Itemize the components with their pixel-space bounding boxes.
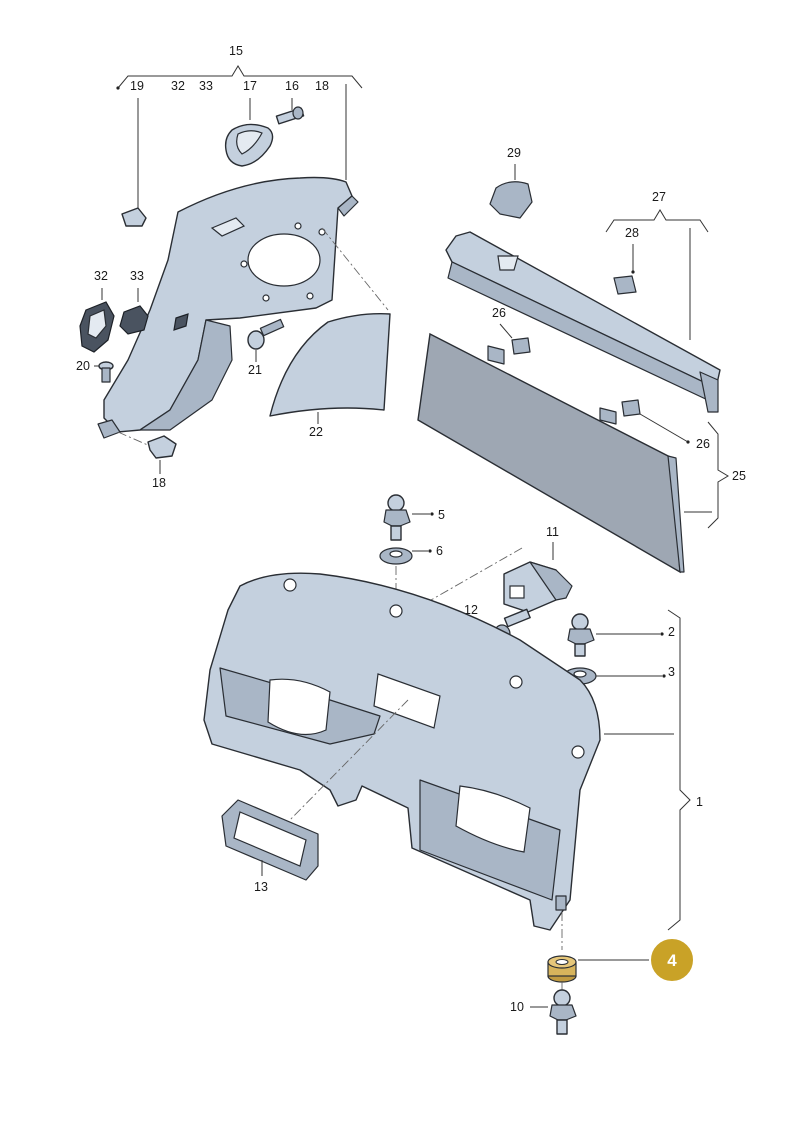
part-2-ball-stud [567, 613, 595, 657]
label-22: 22 [309, 425, 323, 439]
part-21-screw [247, 318, 285, 350]
part-27-upper-trim-strip [445, 231, 721, 413]
label-2: 2 [668, 625, 675, 639]
label-26-top: 26 [492, 306, 506, 320]
label-32-top: 32 [171, 79, 185, 93]
label-32-left: 32 [94, 269, 108, 283]
label-13: 13 [254, 880, 268, 894]
part-10-ball-stud [549, 989, 577, 1035]
label-15: 15 [229, 44, 243, 58]
bracket-15 [116, 65, 363, 180]
label-29: 29 [507, 146, 521, 160]
label-25: 25 [732, 469, 746, 483]
part-18-clip [147, 435, 177, 459]
part-22-cover-panel [269, 312, 391, 417]
label-12: 12 [464, 603, 478, 617]
label-33-top: 33 [199, 79, 213, 93]
label-26-right: 26 [696, 437, 710, 451]
part-16-screw [275, 106, 305, 125]
part-29-end-cap [489, 181, 533, 219]
part-13-handle-recess [221, 799, 319, 881]
label-18-top: 18 [315, 79, 329, 93]
callout-4-badge[interactable]: 4 [649, 937, 695, 983]
part-33-switch [119, 305, 149, 335]
part-6-washer [379, 547, 413, 565]
part-20-screw [98, 361, 114, 383]
label-5: 5 [438, 508, 445, 522]
part-19-clip [121, 207, 147, 227]
label-6: 6 [436, 544, 443, 558]
label-33-left: 33 [130, 269, 144, 283]
label-21: 21 [248, 363, 262, 377]
part-4-grommet [547, 955, 577, 983]
label-17: 17 [243, 79, 257, 93]
label-3: 3 [668, 665, 675, 679]
label-11: 11 [546, 525, 559, 539]
label-16: 16 [285, 79, 299, 93]
part-11-bracket [503, 561, 573, 613]
part-25-parcel-shelf [417, 332, 685, 574]
label-18-bottom: 18 [152, 476, 166, 490]
label-19: 19 [130, 79, 144, 93]
label-27: 27 [652, 190, 666, 204]
label-28: 28 [625, 226, 639, 240]
part-5-ball-stud [383, 494, 411, 541]
label-10: 10 [510, 1000, 524, 1014]
label-20: 20 [76, 359, 90, 373]
label-4: 4 [667, 951, 677, 970]
part-15-side-trim [97, 176, 359, 439]
label-1: 1 [696, 795, 703, 809]
part-1-trim-panel [203, 572, 601, 931]
